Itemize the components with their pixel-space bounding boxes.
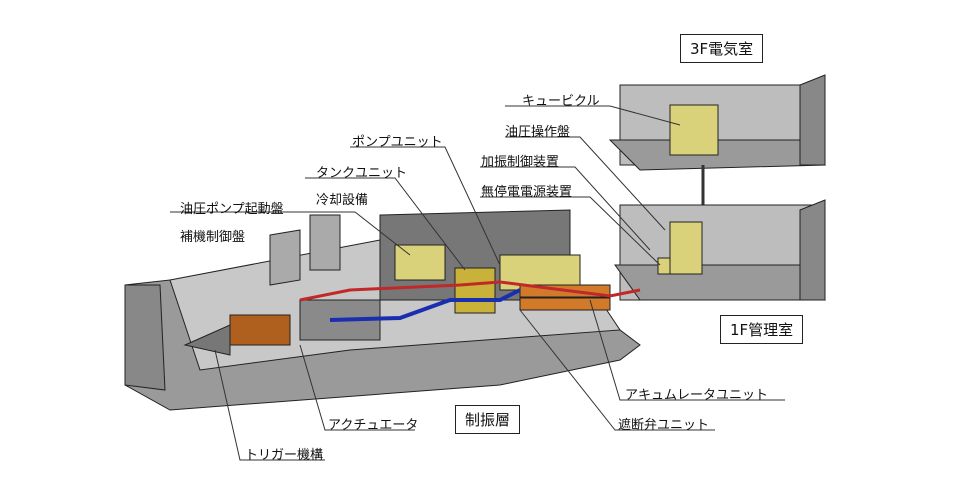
room-label-damping: 制振層: [455, 405, 521, 434]
label-hydraulic-panel: 油圧操作盤: [505, 125, 571, 140]
label-actuator: アクチュエータ: [328, 418, 419, 433]
actuator-shape: [229, 314, 291, 346]
label-cooling: 冷却設備: [316, 193, 369, 208]
label-aux-control-panel: 補機制御盤: [180, 230, 246, 245]
room-1f: [614, 199, 826, 301]
cubicle-shape: [669, 104, 719, 156]
room-3f: [608, 74, 827, 171]
label-shutoff-valve-unit: 遮断弁ユニット: [618, 418, 710, 433]
label-tank-unit: タンクユニット: [316, 166, 408, 181]
label-trigger: トリガー機構: [245, 448, 324, 463]
label-ups: 無停電電源装置: [481, 185, 573, 200]
room-label-1f: 1F管理室: [720, 315, 804, 344]
room-label-3f: 3F電気室: [680, 34, 764, 63]
label-cubicle: キュービクル: [522, 94, 600, 109]
label-pump-unit: ポンプユニット: [352, 135, 443, 150]
label-excitation-controller: 加振制御装置: [481, 155, 560, 170]
label-pump-starter-panel: 油圧ポンプ起動盤: [180, 202, 284, 217]
label-accumulator-unit: アキュムレータユニット: [625, 388, 769, 403]
